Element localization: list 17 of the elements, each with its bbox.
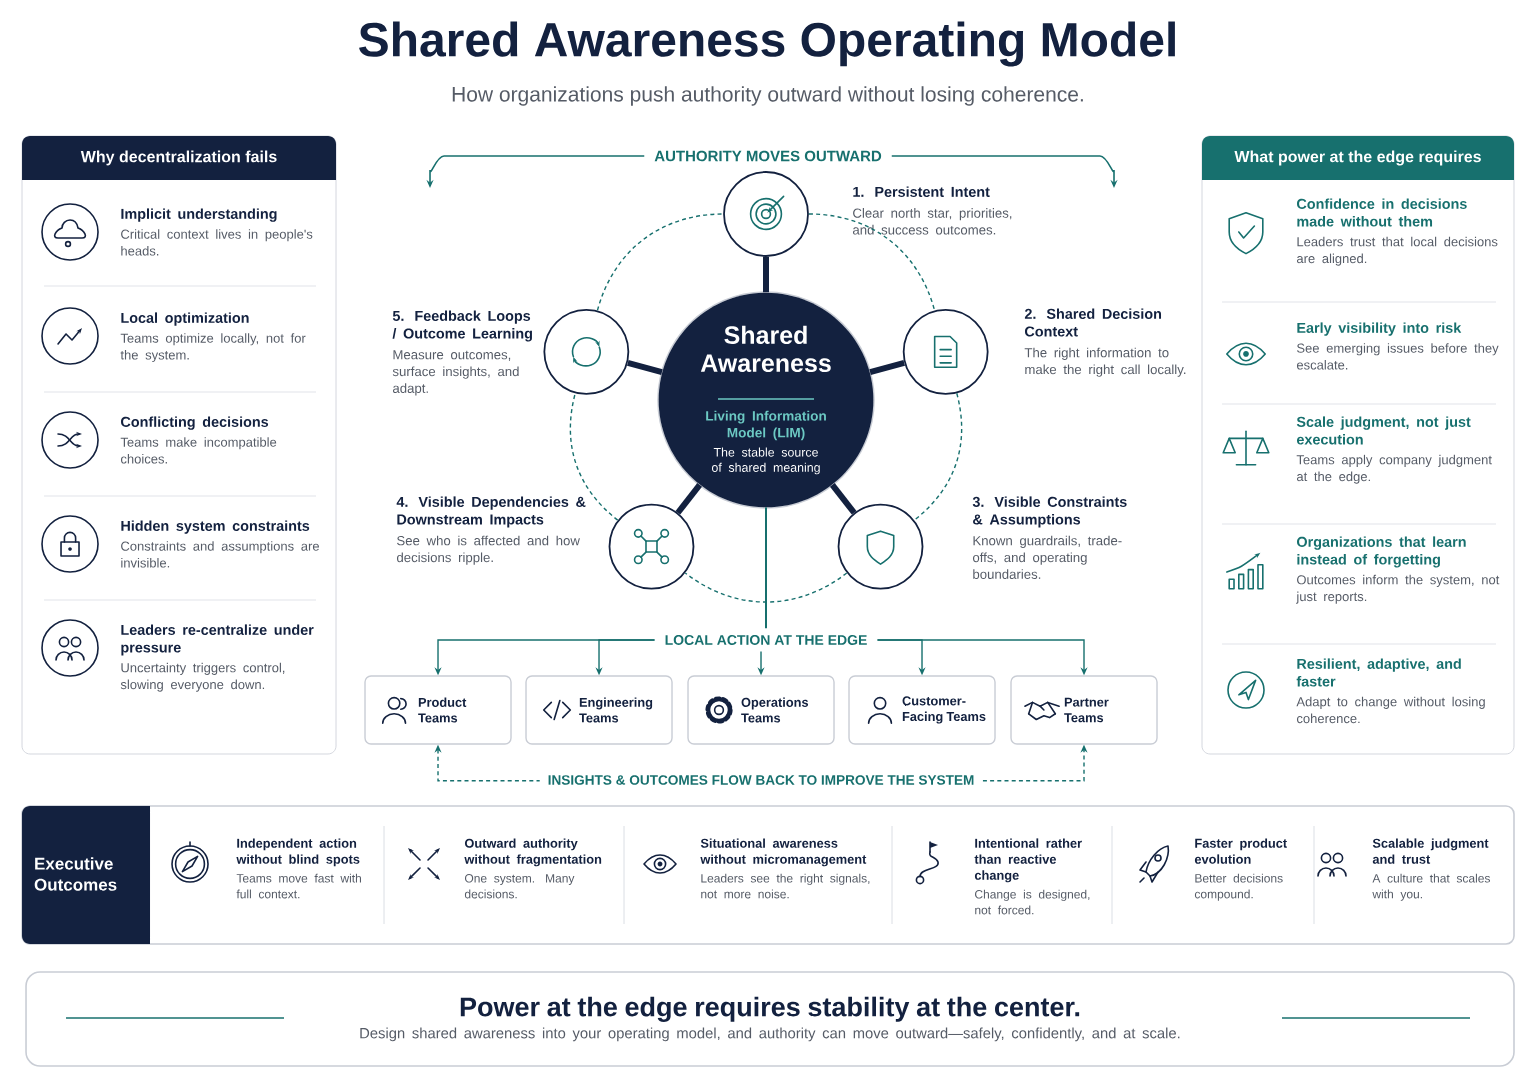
connector <box>869 360 905 375</box>
connector <box>684 572 848 603</box>
connector <box>675 483 703 515</box>
connector <box>596 213 724 312</box>
title: Shared Awareness Operating Model <box>359 21 1175 67</box>
connector <box>627 360 663 375</box>
icon-circle <box>543 308 630 395</box>
connector <box>913 392 963 521</box>
icon-circle <box>902 308 989 395</box>
connector <box>830 483 857 515</box>
connector <box>808 213 936 312</box>
icon-circle <box>723 171 809 257</box>
connector <box>763 256 769 293</box>
connector <box>569 392 619 521</box>
subtitle: How organizations push authority outward without losing coherence. <box>452 86 1083 106</box>
icon-circle <box>837 503 924 590</box>
icon-circle <box>608 503 695 590</box>
